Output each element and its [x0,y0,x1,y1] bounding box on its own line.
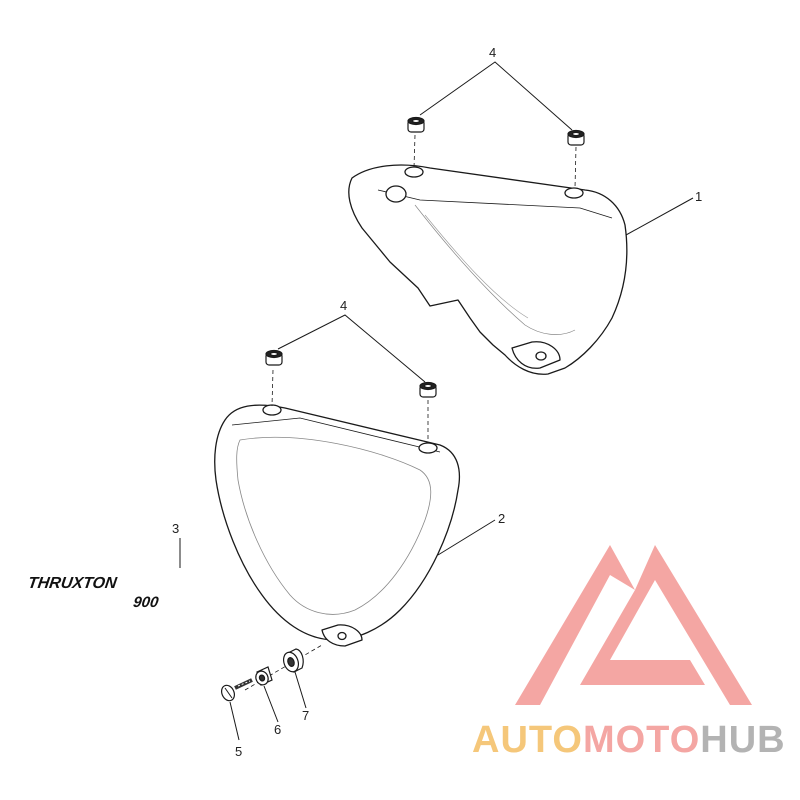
callout-numbers: 1 2 3 4 4 5 6 7 [172,45,702,759]
side-panel-right-crease-2 [424,214,529,319]
emblem-line-1: THRUXTON [27,574,118,592]
watermark-moto: MOTO [583,719,700,761]
side-panel-left-inner-recess [236,437,432,615]
grommets-lower [265,349,437,443]
leader-lines [179,61,694,741]
watermark-hub: HUB [700,719,785,761]
guide-line-upper-right [574,146,577,189]
leader-line-4-upper [419,61,573,131]
side-panel-right-crease [414,204,576,335]
leader-line-1 [625,197,694,236]
spacer-part-6 [255,666,273,686]
watermark-auto: AUTO [472,719,583,761]
side-panel-left-top-edge [231,417,441,453]
side-panel-right-mount-right [564,187,584,199]
leader-line-6 [263,685,279,723]
callout-5: 5 [235,744,242,759]
side-panel-right-mount-left [404,166,424,178]
thruxton-900-emblem: THRUXTON 900 [27,574,160,611]
side-panel-right-outline [348,164,628,375]
side-panel-right [348,164,628,375]
guide-line-upper-left [413,134,416,169]
guide-line-fastener [244,644,323,691]
screw-part-5 [220,678,253,702]
side-panel-left-lower-hole [337,631,347,641]
callout-4-lower: 4 [340,298,347,313]
side-panel-left-outline [214,404,461,641]
callout-4-upper: 4 [489,45,496,60]
watermark-text: AUTOMOTOHUB [472,719,786,761]
guide-line-lower-left [271,369,274,407]
grommet-lower-right [419,381,437,398]
grommet-part-7 [282,648,304,673]
callout-1: 1 [695,189,702,204]
callout-7: 7 [302,708,309,723]
side-panel-right-hole [385,185,407,203]
side-panel-left [214,404,461,647]
side-panel-left-mount-left [262,404,282,416]
grommet-upper-right [567,129,585,146]
leader-line-4-lower [277,314,426,383]
leader-line-5 [229,701,240,741]
grommet-upper-left [407,116,425,133]
grommets-upper [407,116,585,189]
callout-2: 2 [498,511,505,526]
emblem-line-2: 900 [132,594,160,611]
callout-3: 3 [172,521,179,536]
callout-6: 6 [274,722,281,737]
leader-line-7 [294,671,307,709]
watermark-logo: AUTOMOTOHUB [472,545,786,761]
watermark-triangle-mark [515,545,752,705]
fasteners [220,644,323,702]
grommet-lower-left [265,349,283,366]
leader-line-2 [437,519,496,556]
side-panel-left-mount-right [418,442,438,454]
side-panel-right-lower-hole [535,351,547,361]
